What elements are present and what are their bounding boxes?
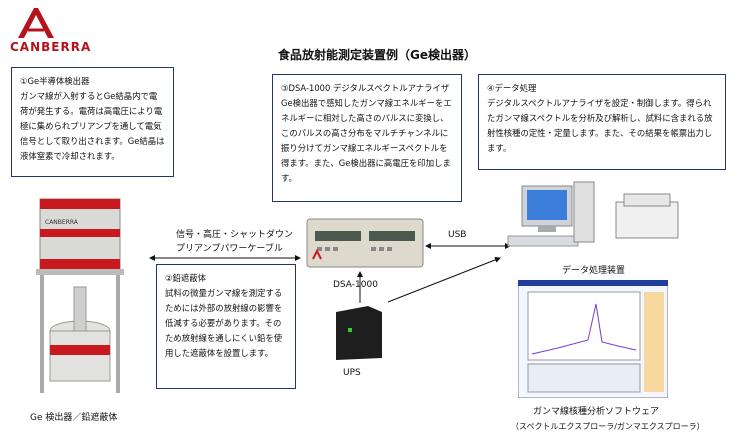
ups-to-pc-arrow	[387, 257, 501, 303]
ge-detector-heading: ①Ge半導体検出器	[20, 76, 90, 86]
lead-shield-heading: ②鉛遮蔽体	[165, 273, 207, 283]
data-processing-description: ④データ処理 デジタルスペクトルアナライザを設定・制御します。得られたガンマ線ス…	[478, 74, 726, 170]
page-title: 食品放射能測定装置例（Ge検出器）	[278, 48, 476, 62]
ups-label: UPS	[343, 368, 361, 378]
dsa-heading: ③DSA-1000 デジタルスペクトルアナライザ	[281, 83, 450, 93]
pc-and-printer-icon	[507, 181, 679, 247]
ge-detector-description: ①Ge半導体検出器 ガンマ線が入射するとGe結晶内で電荷が発生する。電荷は高電圧…	[11, 67, 174, 177]
software-sub-label: （スペクトルエクスプローラ/ガンマエクスプローラ）	[511, 422, 705, 431]
data-processing-body: デジタルスペクトルアナライザを設定・制御します。得られたガンマ線スペクトルを分析…	[487, 98, 713, 153]
data-processing-heading: ④データ処理	[487, 83, 537, 93]
usb-label: USB	[448, 230, 467, 240]
software-label: ガンマ線核種分析ソフトウェア	[533, 407, 660, 417]
data-processing-unit-label: データ処理装置	[562, 266, 626, 276]
dsa-description: ③DSA-1000 デジタルスペクトルアナライザ Ge検出器で感知したガンマ線エ…	[272, 74, 462, 202]
dsa-body: Ge検出器で感知したガンマ線エネルギーをエネルギーに相対した高さのパルスに変換し…	[281, 98, 452, 183]
canberra-logo-icon	[18, 8, 54, 38]
cable-label-2: プリアンプパワーケーブル	[176, 244, 283, 254]
ge-detector-body: ガンマ線が入射するとGe結晶内で電荷が発生する。電荷は高電圧により電極に集められ…	[20, 91, 165, 161]
lead-shield-body: 試料の微量ガンマ線を測定するためには外部の放射線の影響を低減する必要があります。…	[165, 288, 283, 358]
dsa-1000-label: DSA-1000	[333, 280, 378, 290]
detector-label: Ge 検出器／鉛遮蔽体	[30, 413, 118, 423]
ups-icon	[336, 306, 382, 360]
ge-detector-illustration	[36, 198, 124, 393]
brand-name: CANBERRA	[10, 40, 92, 54]
analysis-software-screenshot	[518, 280, 668, 398]
lead-shield-description: ②鉛遮蔽体 試料の微量ガンマ線を測定するためには外部の放射線の影響を低減する必要…	[156, 264, 296, 389]
detector-brand-label: CANBERRA	[45, 219, 78, 226]
cable-label-1: 信号・高圧・シャットダウン	[176, 230, 294, 240]
dsa-1000-unit-icon	[306, 218, 424, 268]
